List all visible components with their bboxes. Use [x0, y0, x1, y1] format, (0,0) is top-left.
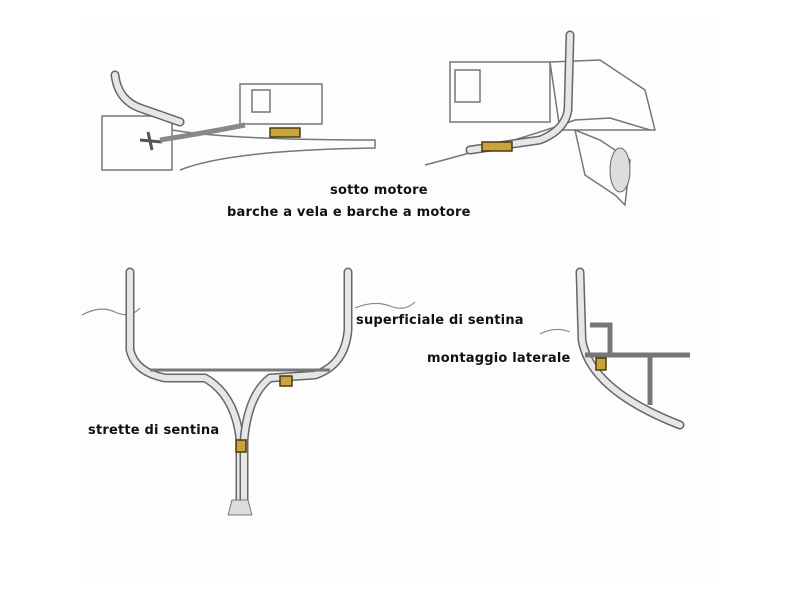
- pump-icon: [595, 357, 607, 371]
- label-under-engine: sotto motore: [330, 183, 428, 198]
- pump-icon: [235, 439, 247, 453]
- keel-box: [101, 115, 173, 171]
- label-shallow-bilge: superficiale di sentina: [356, 313, 524, 328]
- hull-cross-section: [81, 267, 416, 516]
- hull-line: [171, 129, 376, 171]
- side-mount-diagram: [539, 267, 690, 430]
- propeller-icon: [139, 131, 163, 151]
- engine: [449, 61, 551, 123]
- outdrive: [573, 128, 631, 207]
- propeller-icon: [609, 147, 631, 193]
- label-narrow-bilge: strette di sentina: [88, 423, 220, 438]
- diagram-panel: [80, 20, 720, 580]
- pump-icon: [269, 127, 301, 138]
- label-boat-types: barche a vela e barche a motore: [227, 205, 471, 220]
- shaft: [159, 122, 246, 143]
- motorboat-engine-diagram: [424, 30, 656, 207]
- engine: [239, 83, 323, 125]
- keel-tip: [227, 499, 253, 516]
- pump-icon: [481, 141, 513, 152]
- pump-icon: [279, 375, 293, 387]
- label-side-mount: montaggio laterale: [427, 351, 571, 366]
- transom-drive: [549, 59, 656, 131]
- sailboat-engine-diagram: [101, 70, 376, 171]
